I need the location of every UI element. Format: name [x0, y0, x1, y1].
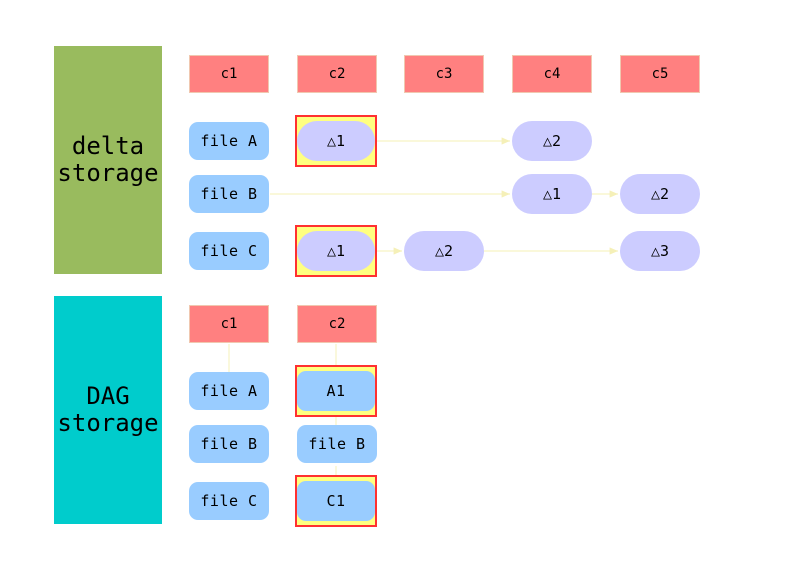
dag-node-c1: C1	[297, 481, 375, 521]
delta-node-a-c2: △1	[297, 121, 375, 161]
dag-commit-c1: c1	[189, 305, 269, 343]
dag-file-c: file C	[189, 482, 269, 520]
delta-node-a-c4: △2	[512, 121, 592, 161]
delta-commit-c1: c1	[189, 55, 269, 93]
delta-file-b: file B	[189, 175, 269, 213]
delta-commit-c3: c3	[404, 55, 484, 93]
delta-commit-c4: c4	[512, 55, 592, 93]
delta-file-a: file A	[189, 122, 269, 160]
delta-node-b-c5: △2	[620, 174, 700, 214]
dag-file-b: file B	[189, 425, 269, 463]
delta-node-c-c5: △3	[620, 231, 700, 271]
delta-commit-c2: c2	[297, 55, 377, 93]
delta-node-c-c3: △2	[404, 231, 484, 271]
delta-commit-c5: c5	[620, 55, 700, 93]
delta-node-c-c2: △1	[297, 231, 375, 271]
delta-node-b-c4: △1	[512, 174, 592, 214]
delta-storage-label: delta storage	[54, 46, 162, 274]
dag-node-file-b: file B	[297, 425, 377, 463]
dag-node-a1: A1	[297, 371, 375, 411]
dag-storage-label: DAG storage	[54, 296, 162, 524]
dag-file-a: file A	[189, 372, 269, 410]
delta-file-c: file C	[189, 232, 269, 270]
dag-commit-c2: c2	[297, 305, 377, 343]
